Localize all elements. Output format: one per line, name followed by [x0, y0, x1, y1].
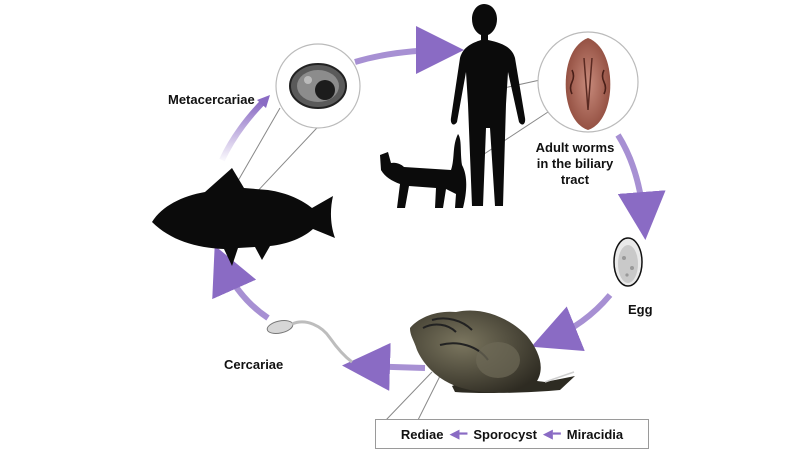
- left-arrow-icon: ◀━: [542, 426, 561, 442]
- arrow-egg-to-snail: [531, 293, 613, 351]
- label-egg: Egg: [628, 302, 653, 317]
- metacercaria-image: [275, 43, 361, 129]
- stage-miracidia: Miracidia: [566, 426, 624, 442]
- arrow-snail-to-cercariae: [342, 342, 426, 391]
- arrow-cercariae-to-fish: [212, 245, 270, 321]
- arrow-fish-to-meta: [219, 99, 266, 162]
- label-adult-line1: Adult worms: [535, 140, 615, 155]
- cercaria-image: [266, 320, 353, 364]
- snail-image: [410, 310, 575, 394]
- arrow-meta-to-human: [354, 26, 464, 75]
- cat-silhouette: [380, 134, 467, 208]
- label-metacercariae: Metacercariae: [168, 92, 255, 107]
- label-adult-line2: in the biliary: [536, 156, 614, 171]
- left-arrow-icon: ◀━: [449, 426, 468, 442]
- egg-image: [613, 237, 643, 287]
- stage-sporocyst: Sporocyst: [473, 426, 537, 442]
- label-cercariae: Cercariae: [224, 357, 284, 372]
- snail-stages-box: Rediae ◀━ Sporocyst ◀━ Miracidia: [375, 419, 649, 449]
- stage-rediae: Rediae: [400, 426, 444, 442]
- arrow-adult-to-egg: [615, 133, 666, 240]
- fish-silhouette: [152, 168, 335, 266]
- human-silhouette: [450, 4, 526, 206]
- label-adult-line3: tract: [560, 172, 590, 187]
- label-adult-worms: Adult worms in the biliary tract: [522, 140, 628, 188]
- adult-worm-image: [537, 31, 639, 133]
